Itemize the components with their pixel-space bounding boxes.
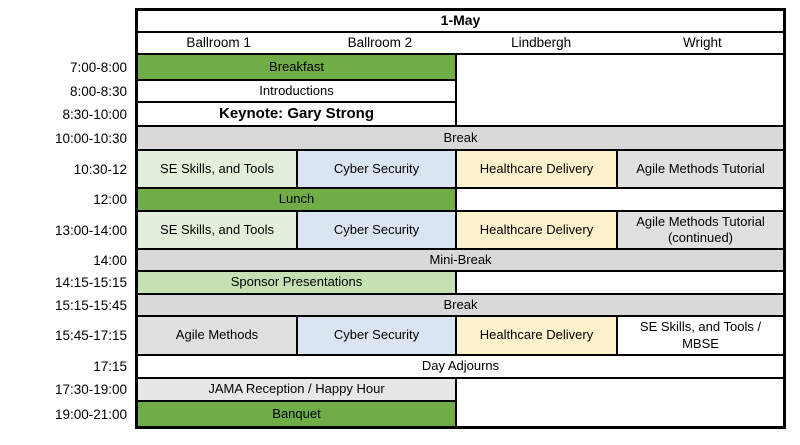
time-label: 17:15 xyxy=(93,359,127,374)
event-cell-agile-tutorial-cont: Agile Methods Tutorial (continued) xyxy=(618,212,783,248)
time-column: 7:00-8:00 8:00-8:30 8:30-10:00 10:00-10:… xyxy=(0,11,131,426)
room-header-wright: Wright xyxy=(682,34,722,50)
time-label: 15:15-15:45 xyxy=(54,297,127,313)
time-label: 10:00-10:30 xyxy=(54,130,127,146)
time-label: 17:30-19:00 xyxy=(54,382,127,397)
event-cell-break-am: Break xyxy=(138,127,783,149)
event-cell-se-mbse: SE Skills, and Tools / MBSE xyxy=(618,317,783,354)
event-cell-jama-reception: JAMA Reception / Happy Hour xyxy=(138,379,455,400)
event-cell-mini-break: Mini-Break xyxy=(138,250,783,270)
schedule-table: 1-May Ballroom 1 Ballroom 2 Lindbergh Wr… xyxy=(135,8,786,429)
event-cell-cyber-am: Cyber Security xyxy=(298,151,455,187)
time-label: 10:30-12 xyxy=(73,161,127,177)
date-header: 1-May xyxy=(138,11,783,31)
event-cell-se-skills-pm: SE Skills, and Tools xyxy=(138,212,296,248)
time-label: 13:00-14:00 xyxy=(54,222,127,238)
event-cell-introductions: Introductions xyxy=(138,81,455,101)
event-cell-breakfast: Breakfast xyxy=(138,55,455,79)
time-label: 15:45-17:15 xyxy=(54,328,127,343)
room-header-lindbergh: Lindbergh xyxy=(511,34,572,50)
event-cell-sponsor-presentations: Sponsor Presentations xyxy=(138,272,455,293)
empty-cell-morning-right xyxy=(457,55,783,125)
event-cell-healthcare-pm: Healthcare Delivery xyxy=(457,212,616,248)
event-cell-cyber-pm: Cyber Security xyxy=(298,212,455,248)
empty-cell-sponsor-right xyxy=(457,272,783,293)
time-label: 19:00-21:00 xyxy=(54,406,127,422)
event-cell-agile-tutorial: Agile Methods Tutorial xyxy=(618,151,783,187)
time-label: 8:30-10:00 xyxy=(62,106,127,122)
event-cell-cyber-late: Cyber Security xyxy=(298,317,455,354)
event-cell-healthcare-am: Healthcare Delivery xyxy=(457,151,616,187)
time-label: 14:15-15:15 xyxy=(54,275,127,290)
time-label: 14:00 xyxy=(93,252,127,268)
room-header-ballroom2: Ballroom 2 xyxy=(347,34,413,50)
event-cell-keynote: Keynote: Gary Strong xyxy=(138,103,455,125)
room-header-row: Ballroom 1 Ballroom 2 Lindbergh Wright xyxy=(138,33,783,53)
time-label: 7:00-8:00 xyxy=(69,59,127,75)
empty-cell-evening-right xyxy=(457,379,783,426)
event-cell-lunch: Lunch xyxy=(138,189,455,210)
event-cell-se-skills-am: SE Skills, and Tools xyxy=(138,151,296,187)
event-cell-agile-methods: Agile Methods xyxy=(138,317,296,354)
empty-cell-lunch-right xyxy=(457,189,783,210)
event-cell-day-adjourns: Day Adjourns xyxy=(138,356,783,377)
room-header-wrap: Ballroom 1 Ballroom 2 Lindbergh Wright xyxy=(138,33,783,53)
event-cell-banquet: Banquet xyxy=(138,402,455,426)
event-cell-break-pm: Break xyxy=(138,295,783,315)
event-cell-healthcare-late: Healthcare Delivery xyxy=(457,317,616,354)
time-label: 8:00-8:30 xyxy=(69,83,127,99)
room-header-ballroom1: Ballroom 1 xyxy=(186,34,251,50)
time-label: 12:00 xyxy=(93,192,127,207)
